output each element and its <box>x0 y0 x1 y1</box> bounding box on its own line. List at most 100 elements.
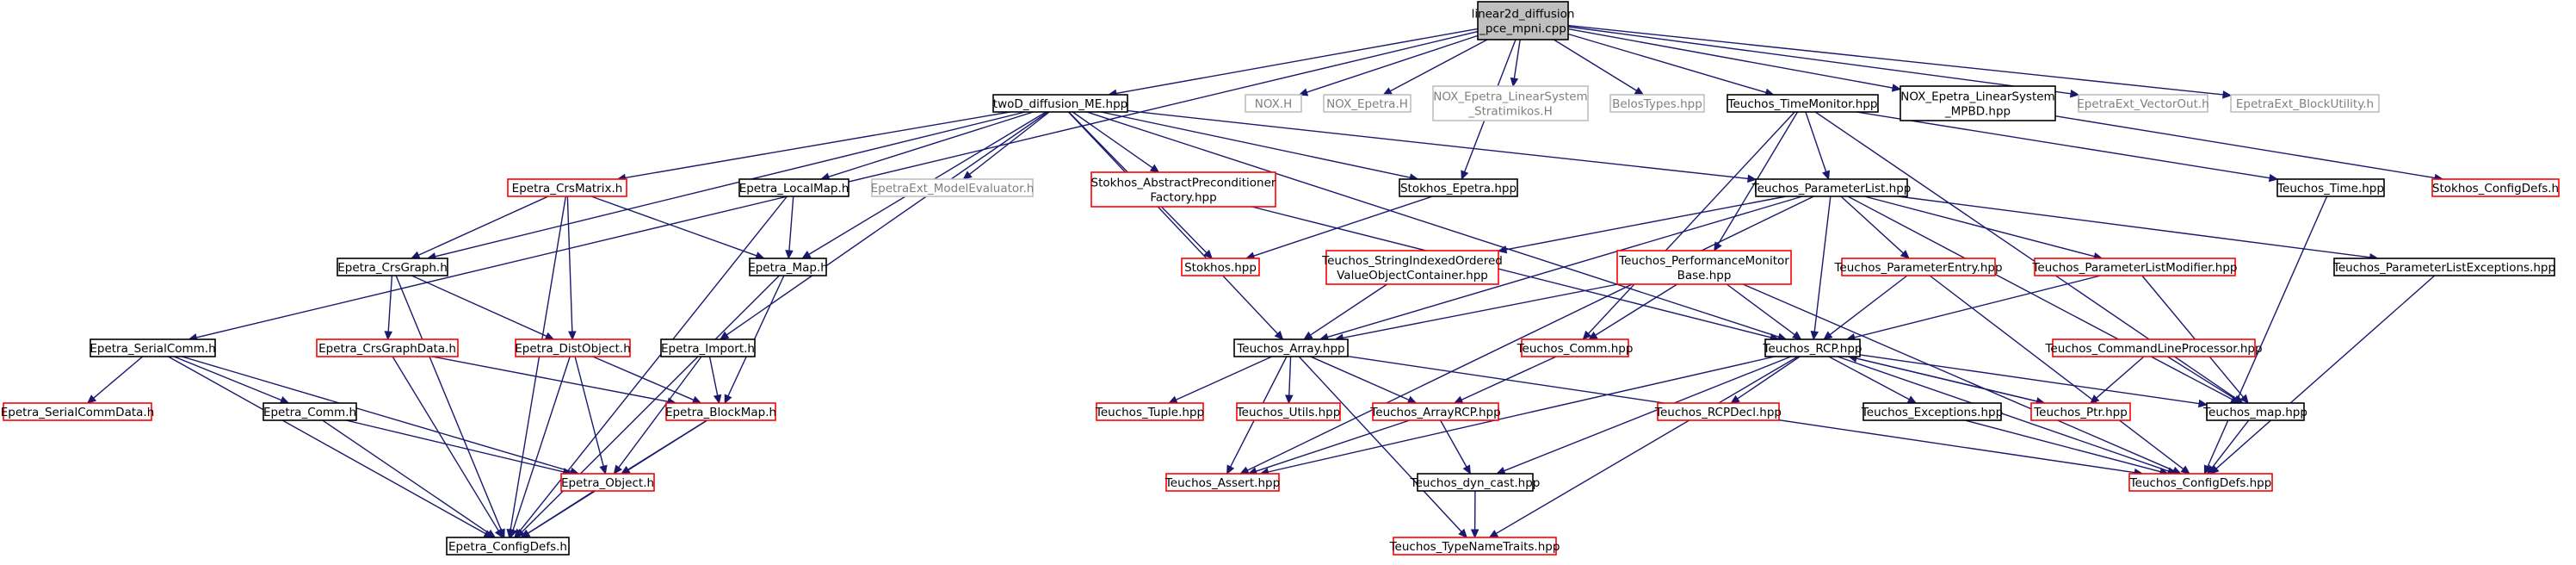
node-t-tuple[interactable]: Teuchos_Tuple.hpp <box>1095 402 1204 421</box>
node-t-comm[interactable]: Teuchos_Comm.hpp <box>1517 338 1634 357</box>
node-ep-comm[interactable]: Epetra_Comm.h <box>263 402 357 421</box>
edge-arrowhead <box>2222 90 2233 99</box>
node-ep-import[interactable]: Epetra_Import.h <box>660 338 756 357</box>
node-t-assert[interactable]: Teuchos_Assert.hpp <box>1164 473 1280 492</box>
node-crs-graph-data[interactable]: Epetra_CrsGraphData.h <box>316 338 459 357</box>
edge-two-d-to-local-map <box>819 111 1034 181</box>
node-box <box>1900 85 2056 121</box>
edge-arrowhead <box>384 331 393 341</box>
node-label: Factory.hpp <box>1150 191 1216 205</box>
edge-crs-graph-to-dist-obj <box>411 275 555 340</box>
node-t-ptr[interactable]: Teuchos_Ptr.hpp <box>2030 402 2131 421</box>
node-rcp-decl[interactable]: Teuchos_RCPDecl.hpp <box>1654 402 1782 421</box>
node-label: Teuchos_Tuple.hpp <box>1095 406 1204 419</box>
edge-line <box>1805 111 1827 172</box>
node-type-name[interactable]: Teuchos_TypeNameTraits.hpp <box>1389 537 1560 556</box>
node-box <box>1755 178 1908 197</box>
node-dyn-cast[interactable]: Teuchos_dyn_cast.hpp <box>1410 473 1541 492</box>
node-ep-object[interactable]: Epetra_Object.h <box>560 473 655 492</box>
node-label: Stokhos.hpp <box>1184 261 1257 275</box>
edge-line <box>1742 283 2174 472</box>
node-label: Teuchos_TimeMonitor.hpp <box>1727 97 1878 111</box>
node-label: Epetra_Object.h <box>561 476 654 490</box>
edge-line <box>1587 111 1795 334</box>
node-serial-comm[interactable]: Epetra_SerialComm.h <box>90 338 216 357</box>
edge-array-rcp-to-t-assert <box>1247 419 1411 475</box>
node-t-rcp[interactable]: Teuchos_RCP.hpp <box>1763 338 1863 357</box>
edge-root-to-nox-h <box>1298 34 1479 96</box>
node-t-config[interactable]: Teuchos_ConfigDefs.hpp <box>2128 473 2273 492</box>
edge-arrowhead <box>691 395 702 404</box>
node-stok-config[interactable]: Stokhos_ConfigDefs.h <box>2431 178 2560 197</box>
node-box <box>2230 94 2380 113</box>
node-label: _MPBD.hpp <box>1944 105 2011 119</box>
node-serial-comm-data[interactable]: Epetra_SerialCommData.h <box>1 402 155 421</box>
edge-line <box>1101 111 1411 178</box>
node-box <box>1863 402 2002 421</box>
edge-root-to-block-util <box>1567 24 2233 99</box>
node-param-mod[interactable]: Teuchos_ParameterListModifier.hpp <box>2031 258 2238 276</box>
node-cmd-line[interactable]: Teuchos_CommandLineProcessor.hpp <box>2044 338 2263 357</box>
node-box <box>507 178 627 197</box>
node-crs-matrix[interactable]: Epetra_CrsMatrix.h <box>507 178 627 197</box>
node-label: Teuchos_StringIndexedOrdered <box>1321 254 1503 268</box>
edge-two-d-to-param-list <box>1127 109 1757 183</box>
node-nox-mpbd[interactable]: NOX_Epetra_LinearSystem_MPBD.hpp <box>1900 85 2056 121</box>
node-stok-abs[interactable]: Stokhos_AbstractPreconditionerFactory.hp… <box>1090 171 1276 208</box>
node-box <box>1393 537 1557 556</box>
edge-dist-obj-to-ep-config <box>509 356 571 539</box>
node-str-idx[interactable]: Teuchos_StringIndexedOrderedValueObjectC… <box>1321 250 1503 285</box>
edge-line <box>1310 283 1387 336</box>
node-block-map[interactable]: Epetra_BlockMap.h <box>665 402 776 421</box>
node-array-rcp[interactable]: Teuchos_ArrayRCP.hpp <box>1369 402 1501 421</box>
edge-line <box>968 111 1050 176</box>
edge-arrowhead <box>2268 173 2279 183</box>
edge-line <box>1253 196 1433 257</box>
node-teuchos-time[interactable]: Teuchos_Time.hpp <box>2276 178 2385 197</box>
node-box <box>1165 473 1280 492</box>
edge-line <box>1553 39 1637 91</box>
edge-serial-comm-to-ep-config <box>168 356 494 538</box>
node-label: Epetra_DistObject.h <box>515 342 631 356</box>
edge-line <box>727 275 785 397</box>
node-box <box>1181 258 1260 276</box>
edge-arrowhead <box>2197 399 2208 408</box>
node-epetra-map[interactable]: Epetra_Map.h <box>748 258 828 276</box>
node-t-array[interactable]: Teuchos_Array.hpp <box>1233 338 1349 357</box>
node-model-eval: EpetraExt_ModelEvaluator.h <box>871 178 1034 197</box>
node-stok-epetra[interactable]: Stokhos_Epetra.hpp <box>1399 178 1518 197</box>
edge-t-rcp-to-t-map <box>1859 354 2208 408</box>
node-t-utils[interactable]: Teuchos_Utils.hpp <box>1236 402 1341 421</box>
edge-t-rcp-to-t-config <box>1837 356 2178 475</box>
node-root[interactable]: linear2d_diffusion_pce_mpni.cpp <box>1472 1 1575 40</box>
edge-param-entry-to-t-rcp <box>1823 275 1908 340</box>
edge-root-to-two-d <box>1107 28 1479 98</box>
edge-arrowhead <box>1462 464 1471 475</box>
node-t-map[interactable]: Teuchos_map.hpp <box>2202 402 2307 421</box>
node-block-util: EpetraExt_BlockUtility.h <box>2230 94 2380 113</box>
node-stokhos[interactable]: Stokhos.hpp <box>1181 258 1260 276</box>
node-time-mon[interactable]: Teuchos_TimeMonitor.hpp <box>1727 94 1879 113</box>
edge-arrowhead <box>1497 245 1508 254</box>
node-box <box>2128 473 2273 492</box>
node-param-entry[interactable]: Teuchos_ParameterEntry.hpp <box>1833 258 2003 276</box>
edge-ep-import-to-block-map <box>708 356 722 405</box>
node-two-d[interactable]: twoD_diffusion_ME.hpp <box>992 94 1128 113</box>
node-box <box>560 473 655 492</box>
node-crs-graph[interactable]: Epetra_CrsGraph.h <box>337 258 448 276</box>
node-t-exc[interactable]: Teuchos_Exceptions.hpp <box>1861 402 2003 421</box>
node-dist-obj[interactable]: Epetra_DistObject.h <box>515 338 631 357</box>
node-box <box>1323 94 1412 113</box>
node-ep-config[interactable]: Epetra_ConfigDefs.h <box>446 537 570 556</box>
edge-two-d-to-crs-matrix <box>616 111 1010 183</box>
edge-line <box>726 111 1048 336</box>
node-param-list[interactable]: Teuchos_ParameterList.hpp <box>1751 178 1912 197</box>
node-box <box>1372 402 1499 421</box>
edge-arrowhead <box>568 331 577 341</box>
edge-line <box>1726 283 1795 336</box>
node-param-exc[interactable]: Teuchos_ParameterListExceptions.hpp <box>2332 258 2555 276</box>
node-local-map[interactable]: Epetra_LocalMap.h <box>738 178 849 197</box>
edge-crs-graph-to-crs-graph-data <box>384 275 393 341</box>
node-vec-out: EpetraExt_VectorOut.h <box>2077 94 2209 113</box>
